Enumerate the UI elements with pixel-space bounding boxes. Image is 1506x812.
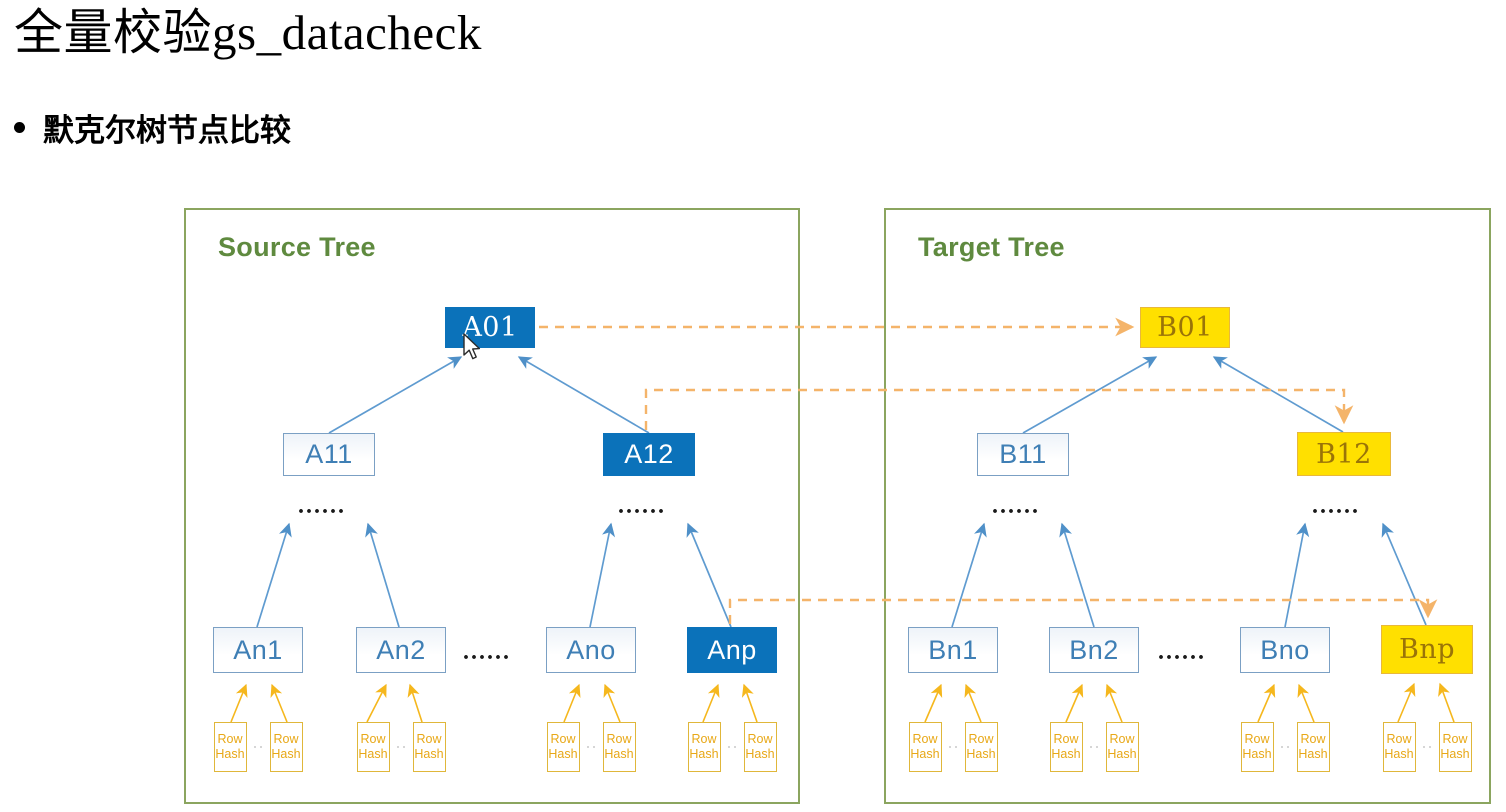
rowhash-line1: Row: [273, 731, 299, 746]
node-b12[interactable]: B12: [1297, 432, 1391, 476]
rowhash-continuation-dots-bn2: [1086, 722, 1102, 772]
rowhash-line2: Hash: [689, 747, 719, 761]
rowhash-line1: Row: [1300, 731, 1326, 746]
node-bno[interactable]: Bno: [1240, 627, 1330, 673]
rowhash-line2: Hash: [1440, 747, 1470, 761]
rowhash-line1: Row: [1109, 731, 1135, 746]
node-bn2[interactable]: Bn2: [1049, 627, 1139, 673]
rowhash-line2: Hash: [745, 747, 775, 761]
bullet-text: 默克尔树节点比较: [43, 113, 291, 148]
rowhash-line2: Hash: [910, 747, 940, 761]
node-a11[interactable]: A11: [283, 433, 375, 476]
ellipsis-below-a12: ......: [618, 493, 666, 519]
rowhash-line1: Row: [606, 731, 632, 746]
rowhash-line1: Row: [550, 731, 576, 746]
node-a01[interactable]: A01: [445, 307, 535, 348]
rowhash-line1: Row: [416, 731, 442, 746]
ellipsis-below-a11: ......: [298, 493, 346, 519]
rowhash-line2: Hash: [966, 747, 996, 761]
ellipsis-leaf-target: ......: [1158, 639, 1206, 665]
source-tree-title: Source Tree: [218, 232, 376, 262]
target-tree-title: Target Tree: [918, 232, 1065, 262]
rowhash-line1: Row: [1053, 731, 1079, 746]
rowhash-line1: Row: [1244, 731, 1270, 746]
rowhash-line2: Hash: [1107, 747, 1137, 761]
ellipsis-leaf-source: ......: [463, 639, 511, 665]
rowhash-line1: Row: [360, 731, 386, 746]
node-anp[interactable]: Anp: [687, 627, 777, 673]
rowhash-line2: Hash: [215, 747, 245, 761]
rowhash-continuation-dots-anp: [724, 722, 740, 772]
bullet-row: 默克尔树节点比较: [14, 105, 291, 150]
rowhash-line2: Hash: [548, 747, 578, 761]
node-b11[interactable]: B11: [977, 433, 1069, 476]
rowhash-line2: Hash: [1384, 747, 1414, 761]
rowhash-continuation-dots-ano: [583, 722, 599, 772]
node-an2[interactable]: An2: [356, 627, 446, 673]
ellipsis-below-b12: ......: [1312, 493, 1360, 519]
rowhash-line2: Hash: [1051, 747, 1081, 761]
node-bn1[interactable]: Bn1: [908, 627, 998, 673]
rowhash-line1: Row: [968, 731, 994, 746]
rowhash-line1: Row: [747, 731, 773, 746]
node-bnp[interactable]: Bnp: [1381, 625, 1473, 674]
rowhash-line2: Hash: [1242, 747, 1272, 761]
rowhash-continuation-dots-an2: [393, 722, 409, 772]
rowhash-line1: Row: [217, 731, 243, 746]
rowhash-continuation-dots-an1: [250, 722, 266, 772]
node-an1[interactable]: An1: [213, 627, 303, 673]
rowhash-continuation-dots-bno: [1277, 722, 1293, 772]
rowhash-line2: Hash: [604, 747, 634, 761]
rowhash-line2: Hash: [1298, 747, 1328, 761]
node-a12[interactable]: A12: [603, 433, 695, 476]
ellipsis-below-b11: ......: [992, 493, 1040, 519]
rowhash-line2: Hash: [414, 747, 444, 761]
bullet-dot-icon: [14, 122, 25, 133]
rowhash-line1: Row: [1386, 731, 1412, 746]
rowhash-continuation-dots-bnp: [1419, 722, 1435, 772]
source-tree-panel: Source Tree: [184, 208, 800, 804]
rowhash-line2: Hash: [358, 747, 388, 761]
rowhash-line1: Row: [912, 731, 938, 746]
node-ano[interactable]: Ano: [546, 627, 636, 673]
target-tree-panel: Target Tree: [884, 208, 1491, 804]
rowhash-line2: Hash: [271, 747, 301, 761]
rowhash-line1: Row: [691, 731, 717, 746]
rowhash-continuation-dots-bn1: [945, 722, 961, 772]
node-b01[interactable]: B01: [1140, 307, 1230, 348]
page-title: 全量校验gs_datacheck: [14, 5, 482, 60]
rowhash-line1: Row: [1442, 731, 1468, 746]
